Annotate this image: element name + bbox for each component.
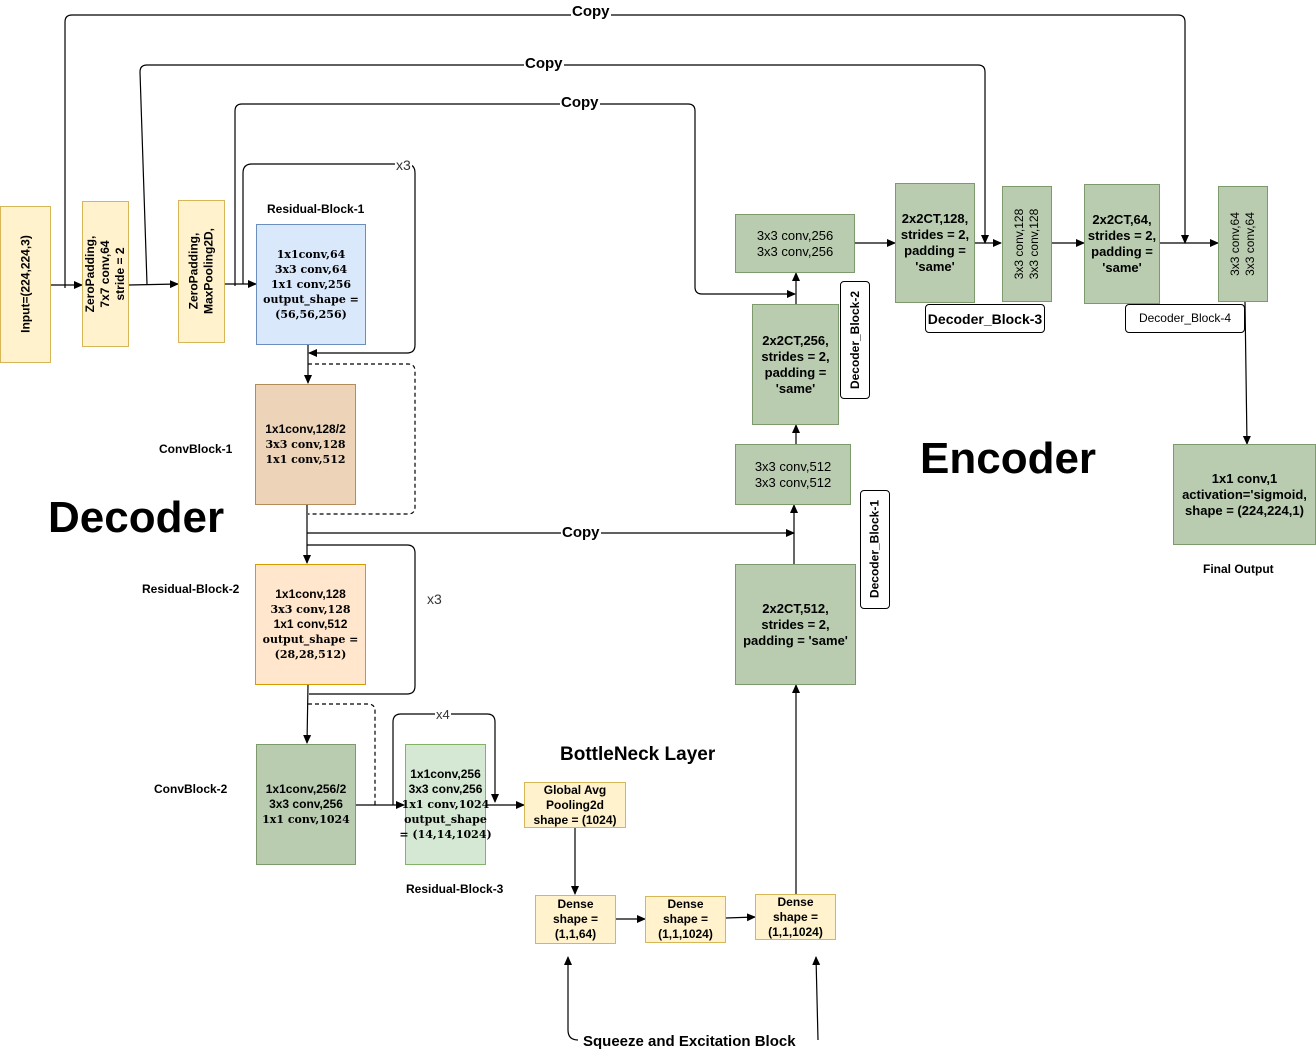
ct256-node: 2x2CT,256,strides = 2,padding ='same' [752, 304, 839, 425]
label-conv-block-2: ConvBlock-2 [154, 782, 228, 796]
zeropad-conv-node-text: ZeroPadding, 7x7 conv,64 stride = 2 [82, 235, 127, 313]
zeropad-maxpool-node-text: ZeroPadding, MaxPooling2D, [186, 228, 216, 315]
tag-decoder-block-1-text: Decoder_Block-1 [867, 499, 881, 599]
input-node [0, 206, 51, 363]
label-residual-block-1: Residual-Block-1 [267, 202, 365, 216]
squeeze-arrow-right [812, 956, 821, 1041]
label-conv-block-1: ConvBlock-1 [159, 442, 233, 456]
copy-connection-1 [64, 14, 1189, 288]
copy-label-1: Copy [571, 3, 611, 20]
copy-label-4: Copy [561, 524, 601, 541]
arrow-c64-final [1242, 301, 1251, 445]
tag-decoder-block-3: Decoder_Block-3 [925, 304, 1045, 333]
input-node-text: Input=(224,224,3) [18, 235, 32, 333]
loop-count-x3-mid: x3 [427, 591, 442, 607]
zeropad-conv-node [82, 201, 129, 347]
copy-label-2: Copy [524, 55, 564, 72]
loop-count-x3-top: x3 [395, 157, 412, 173]
arrow-res2-conv2 [303, 684, 312, 744]
arrow-dense2-dense3 [725, 913, 756, 922]
copy-connection-3 [234, 103, 796, 298]
bottleneck-heading: BottleNeck Layer [560, 744, 716, 765]
squeeze-arrow-left [564, 956, 579, 1041]
encoder-heading: Encoder [920, 434, 1097, 483]
tag-decoder-block-2 [840, 281, 870, 399]
zeropad-maxpool-node [178, 200, 225, 343]
loop-x3-top [242, 163, 416, 357]
ct128-node: 2x2CT,128,strides = 2,padding ='same' [895, 183, 975, 303]
squeeze-heading: Squeeze and Excitation Block [582, 1033, 797, 1051]
decoder-heading: Decoder [48, 493, 225, 542]
conv128-node [1002, 186, 1052, 302]
tag-decoder-block-4: Decoder_Block-4 [1125, 304, 1245, 333]
arrow-zeropad1-zeropad2 [128, 280, 179, 289]
dashed-shortcut-conv1 [308, 363, 416, 515]
label-residual-block-3: Residual-Block-3 [406, 882, 504, 896]
tag-decoder-block-2-text: Decoder_Block-2 [847, 290, 862, 390]
tag-decoder-block-1 [860, 490, 890, 609]
label-residual-block-2: Residual-Block-2 [142, 582, 240, 596]
conv64-node [1218, 186, 1268, 302]
loop-x3-mid [307, 544, 416, 695]
ct512-node: 2x2CT,512,strides = 2,padding = 'same' [735, 564, 856, 685]
dashed-shortcut-conv2 [308, 703, 376, 805]
copy-label-3: Copy [560, 94, 600, 111]
label-final-output: Final Output [1203, 562, 1274, 576]
ct64-node: 2x2CT,64,strides = 2,padding ='same' [1084, 184, 1160, 304]
loop-count-x4: x4 [435, 707, 451, 722]
